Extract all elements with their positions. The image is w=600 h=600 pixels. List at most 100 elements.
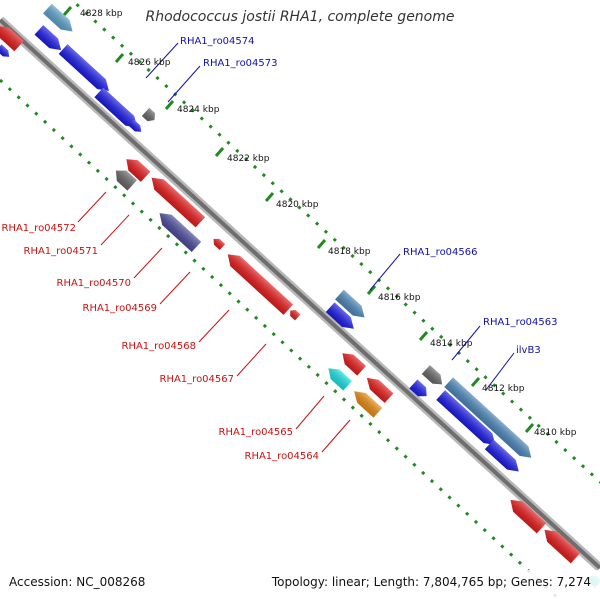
tick-label: 4818 kbp: [328, 247, 371, 257]
connector-ro04566: [369, 253, 401, 291]
connector-ro04568: [198, 309, 230, 343]
gene-label-ro04567[interactable]: RHA1_ro04567: [160, 374, 235, 385]
gene-ro04567-shade: [290, 310, 301, 321]
connector-ro04567: [236, 343, 267, 377]
gene-ro04574[interactable]: [43, 3, 77, 37]
gene-label-ro04566[interactable]: RHA1_ro04566: [403, 247, 478, 258]
scale-tick: [418, 331, 429, 341]
gene-ro04565a[interactable]: [338, 348, 366, 376]
gene-ro04576[interactable]: [0, 21, 24, 52]
connector-ro04569: [159, 271, 191, 305]
gene-label-ro04565[interactable]: RHA1_ro04565: [219, 427, 294, 438]
tick-label: 4824 kbp: [177, 105, 220, 115]
connector-ro04564: [321, 419, 351, 453]
gene-ro04563[interactable]: [436, 390, 499, 450]
gene-grey-1[interactable]: [141, 107, 158, 124]
gene-labels: RHA1_ro04574 RHA1_ro04573 RHA1_ro04566 R…: [2, 36, 558, 462]
lower-scale-track: [0, 78, 562, 600]
scale-tick: [164, 100, 175, 110]
gene-ro04575[interactable]: [0, 44, 12, 59]
gene-ro04562[interactable]: [484, 439, 523, 477]
gene-label-ro04571[interactable]: RHA1_ro04571: [24, 246, 99, 257]
gene-ro04569-shade: [213, 238, 226, 250]
gene-ro04560-shade: [544, 529, 581, 564]
gene-ilvB3[interactable]: [444, 377, 535, 462]
gene-ro04574b[interactable]: [34, 25, 66, 55]
tick-label: 4822 kbp: [227, 154, 270, 164]
tick-label: 4826 kbp: [128, 58, 171, 68]
gene-ro04574-shade: [43, 3, 73, 32]
connector-ro04571: [100, 214, 130, 246]
tick-label: 4828 kbp: [80, 9, 123, 19]
gene-small-1[interactable]: [128, 119, 144, 134]
gene-ro04567[interactable]: [288, 308, 301, 321]
gene-ro04560[interactable]: [540, 525, 581, 564]
gene-features: [0, 3, 600, 588]
connector-ro04573: [167, 65, 201, 103]
accession-label: Accession: NC_008268: [9, 575, 145, 589]
scale-tick: [470, 377, 481, 387]
gene-ro04564-shade: [354, 391, 383, 418]
gene-label-ro04569[interactable]: RHA1_ro04569: [83, 303, 158, 314]
gene-ro04572-shade: [126, 159, 151, 182]
gene-ro04563a[interactable]: [409, 379, 430, 401]
gene-ro04561-shade: [510, 499, 547, 534]
tick-label: 4814 kbp: [430, 339, 473, 349]
gene-ro04571[interactable]: [147, 173, 206, 228]
gene-grey-2-shade: [421, 365, 443, 385]
connector-ro04570: [133, 247, 163, 279]
tick-label: 4810 kbp: [534, 428, 577, 438]
connector-ilvB3: [485, 352, 515, 391]
gene-small-1-shade: [128, 119, 142, 132]
gene-ro04563-shade: [436, 390, 496, 445]
connector-ro04572: [77, 191, 107, 223]
gene-label-ro04568[interactable]: RHA1_ro04568: [122, 341, 197, 352]
gene-label-ro04570[interactable]: RHA1_ro04570: [57, 278, 132, 289]
gene-ro04565a-shade: [342, 353, 366, 376]
gene-ro04570[interactable]: [155, 208, 202, 253]
gene-ro04573b[interactable]: [94, 87, 141, 133]
gene-ro04573[interactable]: [58, 44, 114, 95]
label-connectors: [77, 42, 515, 453]
gene-ro04572[interactable]: [122, 154, 151, 182]
connector-ro04565: [295, 395, 325, 430]
gene-ro04566b[interactable]: [325, 302, 358, 333]
genome-summary-label: Topology: linear; Length: 7,804,765 bp; …: [271, 575, 591, 589]
gene-ro04572b[interactable]: [111, 165, 137, 191]
connector-ro04563: [451, 325, 481, 361]
gene-ro04576-shade: [0, 25, 24, 52]
gene-label-ro04574[interactable]: RHA1_ro04574: [180, 36, 255, 47]
gene-ro04565b-shade: [366, 377, 394, 403]
upper-scale-track: [69, 0, 600, 484]
gene-ro04568[interactable]: [223, 249, 293, 315]
gene-ro04565[interactable]: [324, 363, 352, 391]
gene-ro04566b-shade: [325, 302, 354, 329]
gene-ro04561[interactable]: [506, 495, 547, 534]
gene-label-ilvB3[interactable]: ilvB3: [516, 345, 541, 356]
gene-ro04573-shade: [58, 44, 109, 91]
scale-tick: [316, 239, 327, 249]
gene-ro04566[interactable]: [335, 289, 369, 323]
tick-label: 4812 kbp: [482, 384, 525, 394]
map-title: Rhodococcus jostii RHA1, complete genome: [145, 9, 454, 25]
gene-ro04565b[interactable]: [363, 373, 394, 403]
scale-tick: [214, 147, 225, 157]
gene-ro04575-shade: [0, 44, 10, 57]
gene-ro04562-shade: [484, 439, 519, 472]
gene-label-ro04564[interactable]: RHA1_ro04564: [245, 451, 320, 462]
gene-ro04564[interactable]: [350, 386, 383, 418]
gene-label-ro04572[interactable]: RHA1_ro04572: [2, 223, 77, 234]
gene-label-ro04573[interactable]: RHA1_ro04573: [203, 58, 278, 69]
scale-tick: [62, 6, 73, 16]
scale-tick: [114, 53, 125, 63]
gene-ro04565-shade: [328, 368, 352, 391]
gene-grey-2[interactable]: [421, 365, 446, 389]
gene-label-ro04563[interactable]: RHA1_ro04563: [483, 317, 558, 328]
gene-grey-1-shade: [141, 107, 156, 122]
gene-ro04569[interactable]: [211, 236, 226, 250]
gene-ilvB3-shade: [444, 377, 532, 458]
gene-ro04571-shade: [151, 177, 206, 228]
gene-ro04568-shade: [227, 254, 293, 315]
